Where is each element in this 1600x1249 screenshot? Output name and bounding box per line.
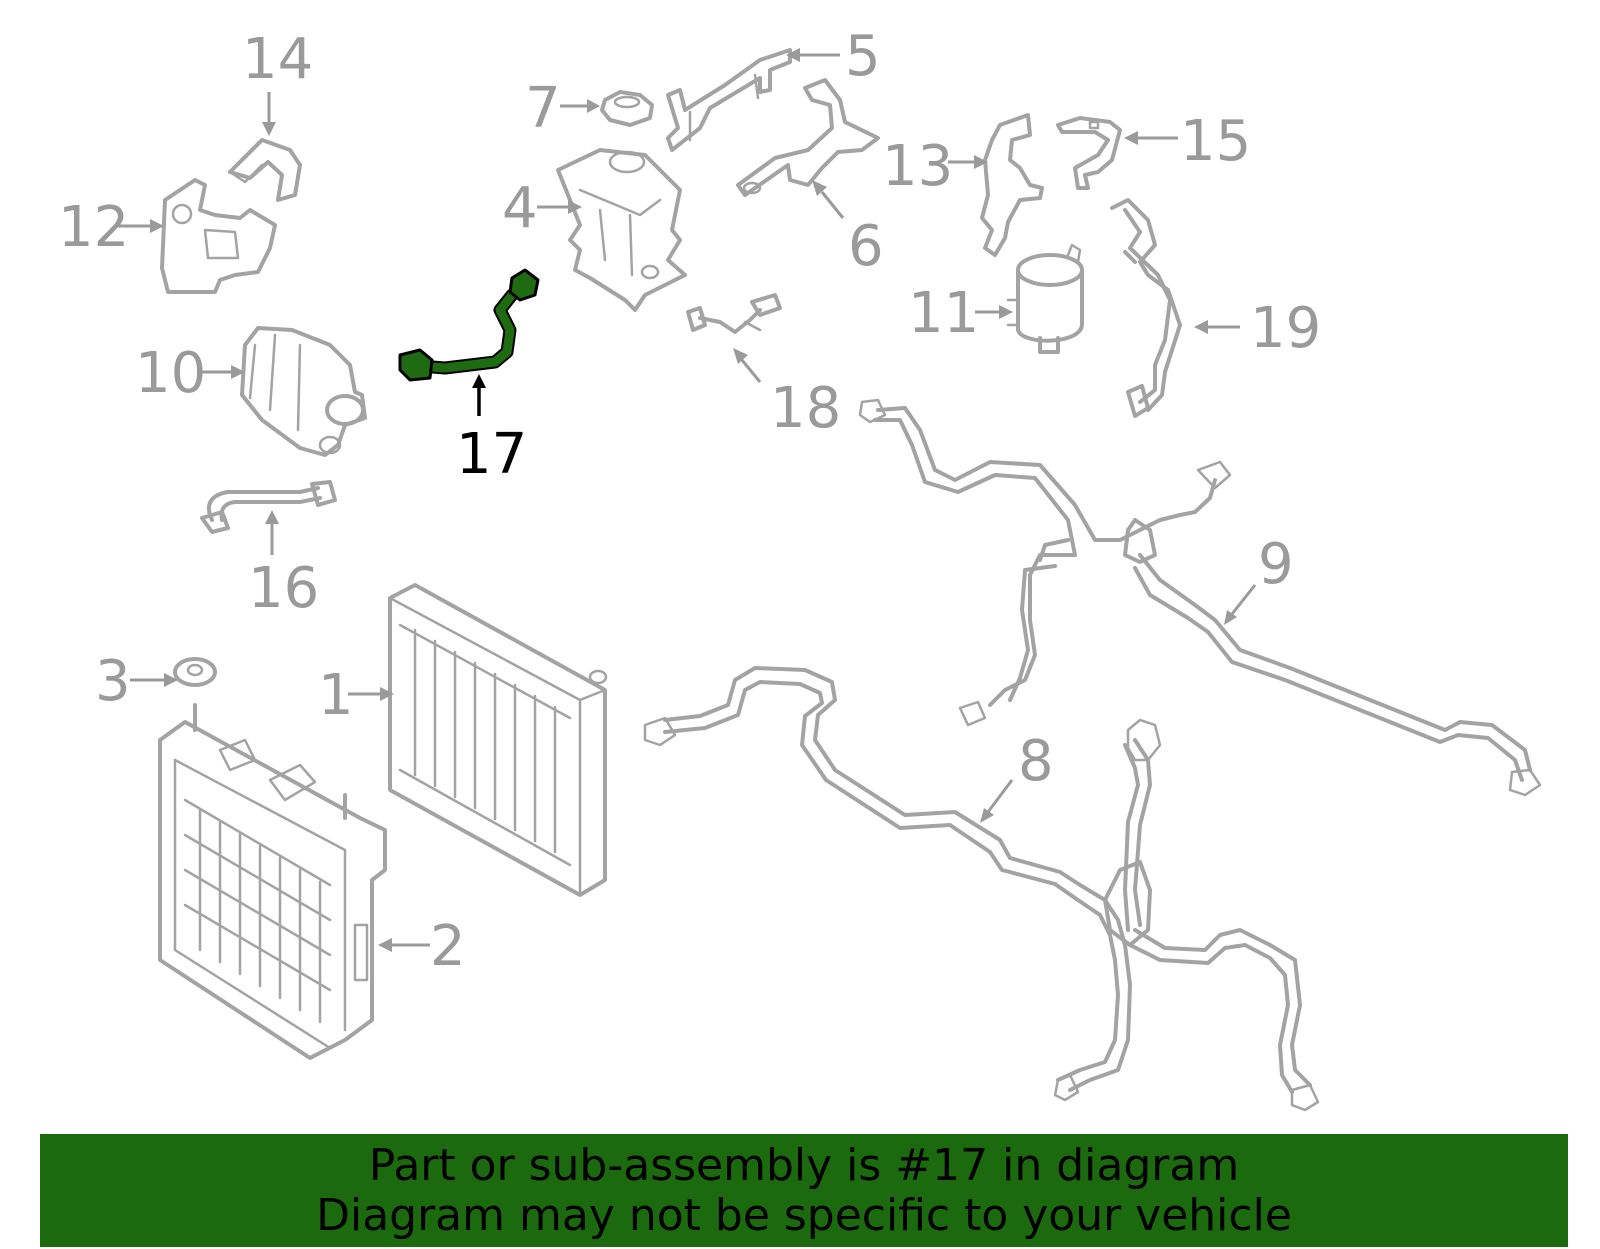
callout-5: 5	[845, 24, 881, 89]
part-17-hose-highlighted	[398, 268, 540, 382]
part-6-bracket	[736, 78, 880, 197]
part-12-bracket	[160, 178, 277, 294]
callout-10: 10	[135, 341, 206, 406]
callout-17: 17	[456, 422, 527, 487]
part-14-clip	[228, 138, 302, 202]
part-3-grommet	[173, 657, 217, 687]
callout-2: 2	[430, 914, 466, 979]
part-18-hose	[686, 293, 782, 334]
callout-1: 1	[318, 663, 354, 728]
callout-19: 19	[1250, 296, 1321, 361]
part-19-hose	[1110, 198, 1182, 418]
part-2-shroud	[158, 703, 387, 1060]
part-15-clip	[1056, 116, 1122, 190]
callout-18: 18	[770, 376, 841, 441]
callout-15: 15	[1180, 109, 1251, 174]
part-5-bracket	[666, 48, 792, 152]
callout-13: 13	[882, 134, 953, 199]
leader-lines	[118, 48, 1257, 952]
banner-disclaimer-line: Diagram may not be specific to your vehi…	[316, 1189, 1292, 1241]
callout-9: 9	[1258, 532, 1294, 597]
part-7-cap	[600, 90, 654, 127]
part-16-hose	[200, 480, 337, 534]
info-banner: Part or sub-assembly is #17 in diagram D…	[40, 1134, 1568, 1247]
callout-8: 8	[1018, 729, 1054, 794]
callout-6: 6	[848, 214, 884, 279]
callout-11: 11	[908, 281, 979, 346]
callout-3: 3	[95, 649, 131, 714]
part-8-hose	[643, 666, 1320, 1112]
part-11-pump	[1006, 243, 1084, 354]
part-13-bracket	[980, 113, 1044, 257]
callout-14: 14	[242, 27, 313, 92]
callout-16: 16	[248, 556, 319, 621]
part-1-radiator	[388, 583, 608, 897]
callout-4: 4	[502, 176, 538, 241]
callout-7: 7	[525, 76, 561, 141]
callout-12: 12	[58, 195, 129, 260]
part-10-pump	[240, 326, 367, 457]
callout-labels: 1 2 3 4 5 6 7 8 9 10 11 12 13 14 15 16 1…	[58, 24, 1321, 979]
part-9-hose	[858, 398, 1542, 797]
banner-part-line: Part or sub-assembly is #17 in diagram	[368, 1139, 1240, 1191]
part-4-tank	[556, 148, 687, 312]
